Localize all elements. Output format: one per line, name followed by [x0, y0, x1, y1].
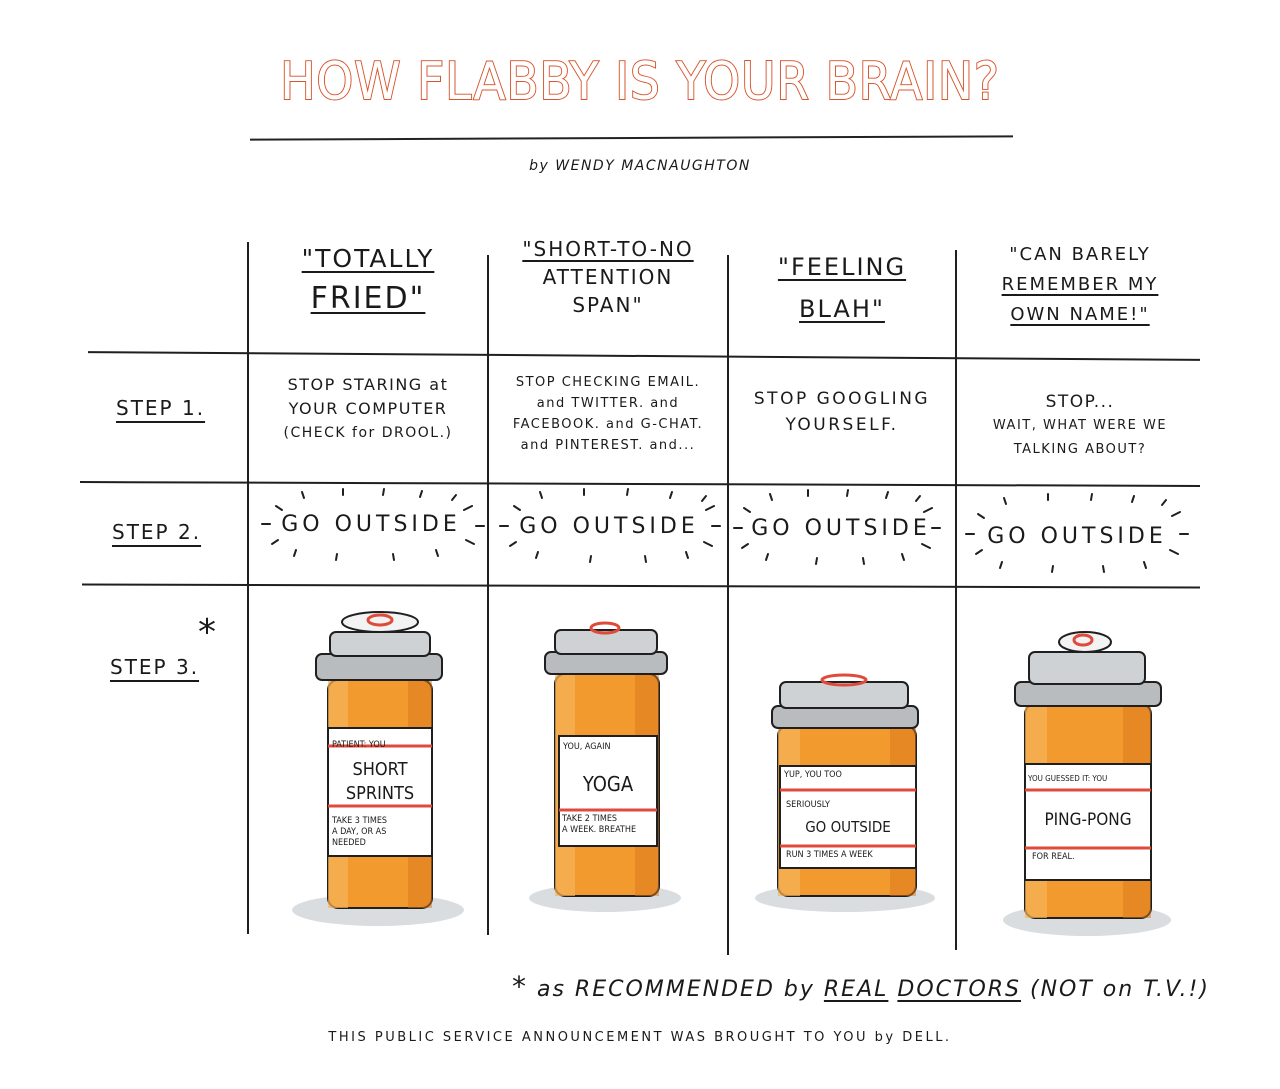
- step-2-short-attention: GO OUTSIDE: [519, 514, 699, 539]
- cell-line: FACEBOOK. and G-CHAT.: [512, 417, 704, 432]
- bottle-label-top: YOU GUESSED IT: YOU: [1028, 774, 1108, 783]
- pill-bottle-drawing: [529, 621, 681, 912]
- pill-bottle-short-sprints: [290, 610, 465, 930]
- bottle-main-line: YOGA: [582, 772, 634, 796]
- column-header-totally-fried: "TOTALLY FRIED": [252, 243, 484, 323]
- bottle-bottom-line: TAKE 2 TIMES: [562, 814, 618, 824]
- header-line: "TOTALLY: [301, 244, 435, 273]
- step-2-label: STEP 2.: [112, 520, 202, 544]
- step-3-asterisk: *: [198, 612, 216, 653]
- bottle-main-line: PING-PONG: [1044, 810, 1132, 830]
- step-1-label: STEP 1.: [116, 396, 206, 420]
- pill-bottle-drawing: [755, 673, 935, 912]
- step-2-totally-fried: GO OUTSIDE: [281, 512, 461, 537]
- pill-bottle-drawing: [292, 611, 464, 926]
- grid-line-v2: [487, 255, 489, 935]
- bottle-label-bottom: RUN 3 TIMES A WEEK: [786, 850, 873, 860]
- step-1-barely-remember: STOP... WAIT, WHAT WERE WE TALKING ABOUT…: [960, 390, 1200, 462]
- step-2-rays: [261, 488, 1189, 573]
- grid-line-v1: [247, 242, 249, 934]
- cell-line: STOP...: [1045, 392, 1115, 412]
- bottle-label-main: GO OUTSIDE: [780, 818, 916, 836]
- step-1-short-attention: STOP CHECKING EMAIL. and TWITTER. and FA…: [492, 372, 724, 456]
- header-line: "FEELING: [777, 253, 907, 281]
- bottle-label-bottom: FOR REAL.: [1032, 852, 1075, 862]
- cell-line: YOUR COMPUTER: [288, 399, 448, 418]
- grid-line-v3: [727, 255, 729, 955]
- step-1-totally-fried: STOP STARING at YOUR COMPUTER (CHECK for…: [252, 373, 484, 445]
- footnote-post: (NOT on T.V.!): [1030, 977, 1210, 1002]
- pill-bottle-go-outside: [750, 670, 940, 920]
- header-line: REMEMBER MY: [1001, 274, 1159, 295]
- step-1-feeling-blah: STOP GOOGLING YOURSELF.: [732, 386, 952, 438]
- cell-line: STOP GOOGLING: [753, 389, 931, 409]
- cell-line: STOP CHECKING EMAIL.: [515, 375, 701, 390]
- cell-line: and TWITTER. and: [536, 396, 680, 411]
- column-header-barely-remember: "CAN BARELY REMEMBER MY OWN NAME!": [960, 240, 1200, 330]
- bottle-bottom-line: A WEEK. BREATHE: [562, 825, 637, 835]
- header-line: FRIED": [310, 281, 426, 316]
- pill-bottle-ping-pong: [995, 622, 1175, 940]
- bottle-label-main: PING-PONG: [1025, 810, 1151, 830]
- cell-line: STOP STARING at: [287, 375, 449, 394]
- pill-bottle-yoga: [525, 618, 685, 918]
- bottle-label-sub: SERIOUSLY: [786, 800, 830, 810]
- cell-line: and PINTEREST. and...: [520, 438, 696, 453]
- grid-line-h1: [88, 351, 1200, 361]
- footnote-real: REAL: [823, 977, 889, 1002]
- header-line: BLAH": [799, 295, 885, 323]
- footnote-asterisk: *: [512, 970, 528, 1003]
- column-header-feeling-blah: "FEELING BLAH": [732, 246, 952, 330]
- bottle-main-line: GO OUTSIDE: [805, 818, 891, 836]
- bottle-bottom-line: NEEDED: [332, 838, 366, 848]
- bottle-label-bottom: TAKE 2 TIMES A WEEK. BREATHE: [562, 814, 636, 836]
- bottle-label-top: YOU, AGAIN: [563, 742, 611, 752]
- bottle-main-line: SPRINTS: [345, 783, 415, 804]
- header-line: OWN NAME!": [1010, 304, 1150, 325]
- bottle-bottom-line: FOR REAL.: [1032, 852, 1075, 862]
- step-2-barely-remember: GO OUTSIDE: [987, 524, 1167, 549]
- bottle-bottom-line: TAKE 3 TIMES: [332, 816, 388, 826]
- column-header-short-attention: "SHORT-to-NO ATTENTION SPAN": [492, 235, 724, 319]
- step-3-label: STEP 3.: [110, 655, 200, 679]
- cell-line: YOURSELF.: [785, 415, 899, 435]
- bottle-bottom-line: A DAY, OR AS: [332, 827, 387, 837]
- title-underline: [249, 135, 1014, 141]
- page-title: HOW FLABBY IS YOUR BRAIN?: [279, 51, 1000, 113]
- footnote-pre: as RECOMMENDED by: [537, 977, 815, 1002]
- bottle-label-main: SHORT SPRINTS: [328, 758, 432, 806]
- footnote-doctors: DOCTORS: [897, 977, 1022, 1002]
- credit-line: THIS PUBLIC SERVICE ANNOUNCEMENT WAS BRO…: [328, 1030, 952, 1045]
- byline: by WENDY MACNAUGHTON: [529, 158, 751, 174]
- header-line: SPAN": [572, 293, 644, 317]
- header-line: ATTENTION: [542, 265, 674, 289]
- bottle-main-line: SHORT: [352, 759, 408, 780]
- pill-bottle-drawing: [1003, 631, 1171, 936]
- cell-line: TALKING ABOUT?: [1013, 442, 1147, 457]
- grid-line-v4: [955, 250, 957, 950]
- bottle-label-bottom: TAKE 3 TIMES A DAY, OR AS NEEDED: [332, 816, 387, 849]
- bottle-label-main: YOGA: [559, 772, 657, 796]
- bottle-bottom-line: RUN 3 TIMES A WEEK: [786, 850, 873, 860]
- footnote: * as RECOMMENDED by REAL DOCTORS (NOT on…: [512, 970, 1210, 1003]
- header-line: "CAN BARELY: [1009, 244, 1151, 265]
- cell-line: WAIT, WHAT WERE WE: [992, 418, 1168, 433]
- step-2-feeling-blah: GO OUTSIDE: [751, 516, 931, 541]
- header-line: "SHORT-to-NO: [522, 237, 694, 261]
- cell-line: (CHECK for DROOL.): [283, 425, 453, 441]
- bottle-label-top: YUP, YOU TOO: [784, 770, 842, 780]
- bottle-label-top: PATIENT: YOU: [332, 740, 386, 750]
